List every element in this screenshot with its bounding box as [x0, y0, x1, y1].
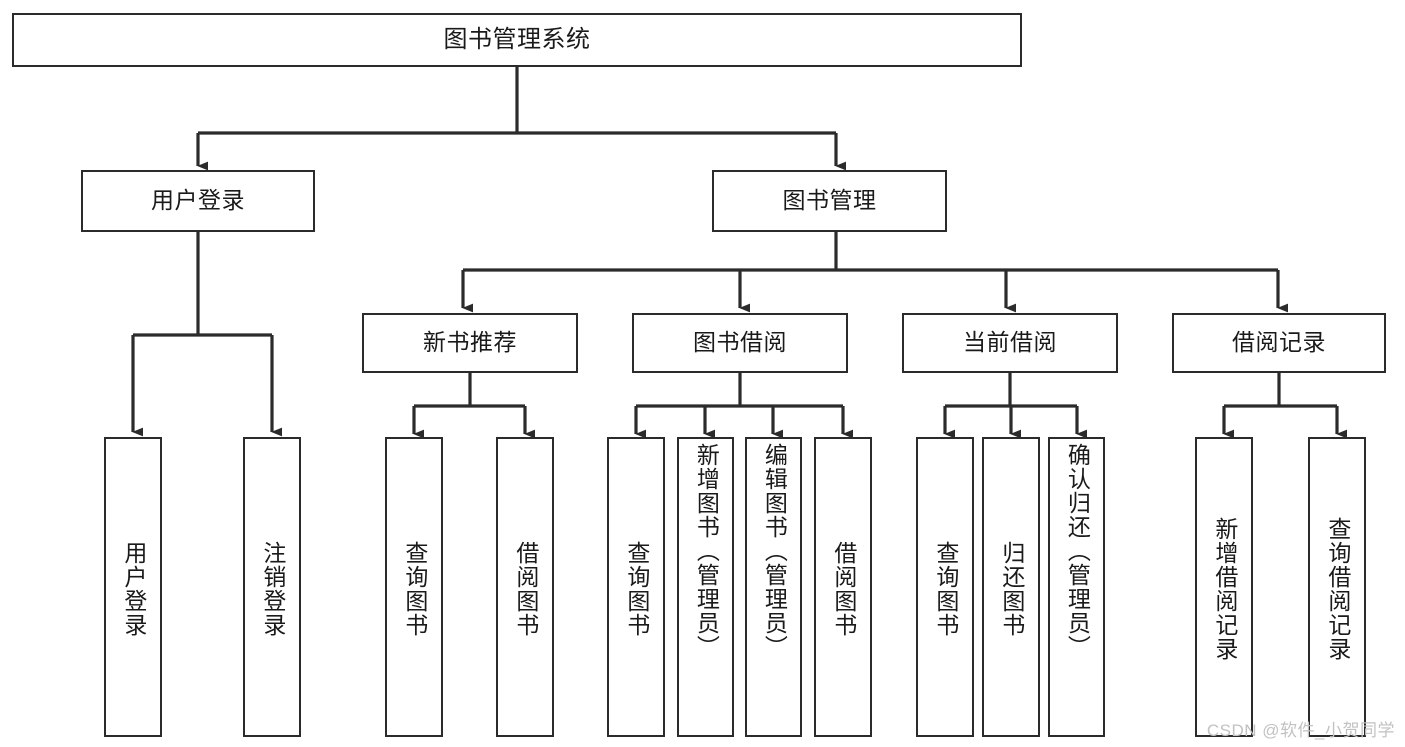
node-label: 图书借阅 [693, 329, 787, 356]
node-label: 查询图书 [623, 541, 650, 637]
node-current-borrow[interactable]: 当前借阅 [902, 313, 1118, 373]
node-label: 借阅记录 [1232, 329, 1326, 356]
node-label: 查询图书 [401, 541, 428, 637]
node-label: 查询图书 [932, 541, 959, 637]
node-leaf-add-book-admin[interactable]: 新增图书（管理员） [677, 437, 734, 737]
node-leaf-return-book[interactable]: 归还图书 [982, 437, 1040, 737]
node-leaf-user-login[interactable]: 用户登录 [104, 437, 162, 737]
node-leaf-query-book-borrow[interactable]: 查询图书 [607, 437, 665, 737]
node-label: 用户登录 [151, 187, 245, 214]
node-leaf-confirm-return-admin[interactable]: 确认归还（管理员） [1048, 437, 1105, 737]
leaf-text-wrap: 查询图书 [932, 443, 959, 735]
node-book-borrow[interactable]: 图书借阅 [632, 313, 848, 373]
node-label: 新书推荐 [423, 329, 517, 356]
node-label: 借阅图书 [512, 541, 539, 637]
node-leaf-logout[interactable]: 注销登录 [243, 437, 301, 737]
node-label: 新增图书（管理员） [693, 443, 720, 659]
leaf-text-wrap: 确认归还（管理员） [1064, 443, 1090, 735]
leaf-text-wrap: 借阅图书 [830, 443, 857, 735]
leaf-text-wrap: 编辑图书（管理员） [761, 443, 787, 735]
leaf-text-wrap: 归还图书 [998, 443, 1025, 735]
node-leaf-edit-book-admin[interactable]: 编辑图书（管理员） [745, 437, 802, 737]
leaf-text-wrap: 用户登录 [120, 443, 147, 735]
node-label: 确认归还（管理员） [1064, 443, 1091, 659]
leaf-text-wrap: 查询借阅记录 [1324, 443, 1351, 735]
node-new-book-recommend[interactable]: 新书推荐 [362, 313, 578, 373]
leaf-text-wrap: 注销登录 [259, 443, 286, 735]
leaf-text-wrap: 新增图书（管理员） [693, 443, 719, 735]
node-label: 查询借阅记录 [1324, 517, 1351, 661]
node-label: 图书管理 [782, 187, 877, 214]
node-leaf-query-book-recommend[interactable]: 查询图书 [385, 437, 443, 737]
leaf-text-wrap: 查询图书 [401, 443, 428, 735]
node-label: 归还图书 [998, 541, 1025, 637]
node-label: 图书管理系统 [443, 25, 591, 53]
leaf-text-wrap: 查询图书 [623, 443, 650, 735]
node-leaf-add-borrow-record[interactable]: 新增借阅记录 [1195, 437, 1253, 737]
leaf-text-wrap: 新增借阅记录 [1211, 443, 1238, 735]
node-leaf-query-book-current[interactable]: 查询图书 [916, 437, 974, 737]
node-label: 借阅图书 [830, 541, 857, 637]
node-leaf-borrow-book[interactable]: 借阅图书 [814, 437, 872, 737]
node-user-login[interactable]: 用户登录 [81, 170, 315, 232]
node-leaf-query-borrow-record[interactable]: 查询借阅记录 [1308, 437, 1366, 737]
node-label: 注销登录 [259, 541, 286, 637]
node-label: 用户登录 [120, 541, 147, 637]
node-label: 编辑图书（管理员） [761, 443, 788, 659]
node-root-book-management-system[interactable]: 图书管理系统 [12, 13, 1022, 67]
node-label: 新增借阅记录 [1211, 517, 1238, 661]
leaf-text-wrap: 借阅图书 [512, 443, 539, 735]
node-book-management[interactable]: 图书管理 [712, 170, 947, 232]
node-borrow-record[interactable]: 借阅记录 [1172, 313, 1386, 373]
node-leaf-borrow-book-recommend[interactable]: 借阅图书 [496, 437, 554, 737]
node-label: 当前借阅 [963, 329, 1057, 356]
